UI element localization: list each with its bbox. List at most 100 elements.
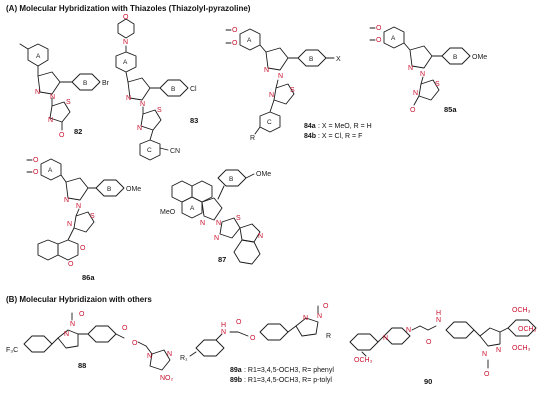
svg-text:N: N — [50, 94, 55, 101]
svg-text:88: 88 — [78, 361, 86, 370]
svg-text:C: C — [267, 119, 272, 126]
compound-85a: O O A B OMe N N S N O 85a — [369, 25, 487, 114]
svg-text:87: 87 — [218, 255, 226, 264]
svg-text:N: N — [216, 220, 221, 227]
svg-text:N: N — [48, 117, 53, 124]
svg-text:O: O — [79, 311, 85, 318]
svg-text:N: N — [383, 335, 388, 342]
svg-text:A: A — [48, 167, 53, 174]
svg-text:O: O — [33, 169, 39, 176]
compound-82: A B Br N N S N O 82 — [19, 43, 110, 139]
svg-text:N: N — [35, 89, 40, 96]
compound-83: O N A B Cl N N S N C CN 83 — [115, 14, 198, 161]
svg-text:N: N — [258, 233, 263, 240]
svg-text:B: B — [107, 186, 111, 193]
svg-text:MeO: MeO — [160, 209, 176, 216]
svg-text:O: O — [484, 371, 490, 378]
svg-text:: R1=3,4,5-OCH3, R= phenyl: : R1=3,4,5-OCH3, R= phenyl — [244, 367, 334, 374]
svg-text:A: A — [123, 59, 128, 66]
svg-text:O: O — [123, 14, 129, 21]
svg-text:OCH₃: OCH₃ — [512, 307, 531, 314]
svg-text:89a: 89a — [230, 367, 242, 374]
svg-text:Br: Br — [102, 80, 110, 87]
svg-text:N: N — [70, 321, 75, 328]
svg-text:O: O — [376, 37, 382, 44]
svg-text:N: N — [200, 220, 205, 227]
svg-text:N: N — [123, 39, 128, 46]
svg-text:85a: 85a — [444, 105, 457, 114]
svg-text:S: S — [66, 99, 71, 106]
svg-text:OMe: OMe — [472, 54, 487, 61]
svg-text:OCH₃: OCH₃ — [354, 357, 373, 364]
svg-text:A: A — [36, 53, 41, 60]
svg-text:S: S — [435, 81, 440, 88]
svg-text:N: N — [221, 329, 226, 336]
svg-text:R: R — [326, 333, 331, 340]
svg-text:83: 83 — [190, 116, 198, 125]
svg-text:N: N — [413, 90, 418, 97]
svg-text:N: N — [126, 95, 131, 102]
svg-text:O: O — [410, 107, 416, 114]
svg-text:O: O — [122, 325, 128, 332]
svg-text:N: N — [436, 317, 441, 324]
svg-text:H: H — [436, 310, 441, 317]
svg-text:O: O — [232, 40, 238, 47]
section-a-title: (A) Molecular Hybridization with Thiazol… — [6, 4, 251, 13]
svg-text:OMe: OMe — [256, 171, 271, 178]
svg-text:O: O — [33, 157, 39, 164]
svg-text:N: N — [137, 125, 142, 132]
svg-text:N: N — [167, 351, 172, 358]
svg-text:O: O — [232, 27, 238, 34]
svg-text:O: O — [250, 335, 256, 342]
svg-text:OMe: OMe — [126, 186, 141, 193]
svg-text:N: N — [278, 73, 283, 80]
svg-text:B: B — [229, 176, 233, 183]
svg-text:A: A — [391, 35, 396, 42]
svg-text:A: A — [190, 205, 195, 212]
svg-text:84a: 84a — [304, 123, 316, 130]
svg-text:O: O — [323, 303, 329, 310]
svg-text:B: B — [309, 56, 313, 63]
svg-text:O: O — [68, 261, 74, 268]
svg-text:86a: 86a — [82, 273, 95, 282]
svg-text:: X = Cl, R = F: : X = Cl, R = F — [318, 133, 362, 140]
svg-text:O: O — [59, 132, 65, 139]
svg-text:N: N — [76, 203, 81, 210]
svg-text:N: N — [264, 67, 269, 74]
svg-text:N: N — [303, 315, 308, 322]
svg-text:N: N — [408, 65, 413, 72]
section-b-title: (B) Molecular Hybridizaion with others — [6, 295, 152, 304]
svg-text:82: 82 — [74, 127, 82, 136]
svg-text:OCH₃: OCH₃ — [518, 326, 537, 333]
svg-text:O: O — [80, 245, 86, 252]
svg-text:O: O — [132, 340, 138, 347]
svg-text:B: B — [171, 86, 175, 93]
svg-text:: X = MeO, R = H: : X = MeO, R = H — [318, 123, 372, 130]
svg-text:S: S — [290, 87, 295, 94]
svg-text:S: S — [90, 213, 95, 220]
svg-text:S: S — [157, 107, 162, 114]
svg-text:O: O — [376, 25, 382, 32]
svg-text:N: N — [140, 101, 145, 108]
svg-text:N: N — [420, 71, 425, 78]
svg-text:N: N — [67, 221, 72, 228]
svg-text:N: N — [482, 351, 487, 358]
compound-84: O O A B X N N S N C R 84a : X = MeO, R =… — [225, 27, 372, 142]
svg-text:N: N — [64, 331, 69, 338]
compound-87: A MeO B OMe N N S N N 87 — [160, 169, 271, 265]
svg-text:84b: 84b — [304, 133, 316, 140]
svg-text:: R1=3,4,5-OCH3, R= p-tolyl: : R1=3,4,5-OCH3, R= p-tolyl — [244, 377, 332, 384]
svg-text:89b: 89b — [230, 377, 242, 384]
svg-text:C: C — [147, 147, 152, 154]
svg-text:N: N — [214, 235, 219, 242]
svg-text:NO₂: NO₂ — [160, 375, 174, 382]
svg-text:R: R — [250, 135, 255, 142]
svg-text:N: N — [496, 347, 501, 354]
svg-text:CN: CN — [170, 148, 180, 155]
svg-text:N: N — [269, 92, 274, 99]
svg-text:O: O — [426, 339, 432, 346]
svg-text:O: O — [236, 319, 242, 326]
svg-text:A: A — [247, 37, 252, 44]
